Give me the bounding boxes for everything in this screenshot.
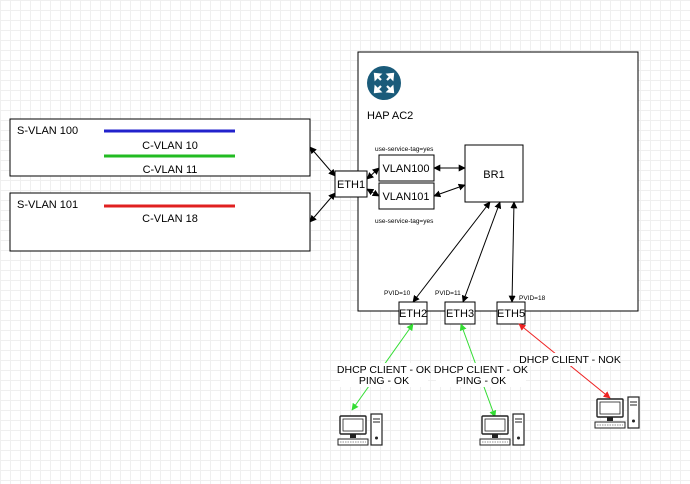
- link-svlan100-eth1: [309, 146, 336, 177]
- link-vlan101-br1: [433, 183, 466, 198]
- eth1-box[interactable]: [334, 170, 368, 198]
- pvid-eth3: PVID=11: [435, 290, 461, 297]
- computer-icon[interactable]: [479, 413, 525, 446]
- link-eth1-vlan101: [366, 188, 380, 197]
- vlan101-label: VLAN101: [382, 191, 429, 203]
- eth3-label: ETH3: [446, 308, 474, 320]
- link-eth1-vlan100: [366, 167, 380, 180]
- eth5-label: ETH5: [497, 308, 525, 320]
- computer-icon[interactable]: [337, 413, 383, 446]
- pvid-eth2: PVID=10: [384, 290, 411, 297]
- computer-icon[interactable]: [594, 396, 640, 429]
- client-eth3-ping: PING - OK: [456, 375, 506, 387]
- svlan-100-box: [9, 118, 311, 177]
- vlan100-label: VLAN100: [382, 163, 429, 175]
- router-icon: [367, 66, 401, 100]
- cvlan-11-label: C-VLAN 11: [143, 164, 198, 176]
- svlan-101-box: [9, 192, 311, 252]
- client-eth3-dhcp: DHCP CLIENT - OK: [434, 364, 528, 376]
- br1-label: BR1: [483, 169, 504, 181]
- service-tag-top: use-service-tag=yes: [375, 146, 434, 153]
- client-eth2-dhcp: DHCP CLIENT - OK: [337, 364, 431, 376]
- cvlan-10-label: C-VLAN 10: [142, 140, 198, 152]
- client-eth5-dhcp: DHCP CLIENT - NOK: [519, 354, 621, 366]
- svlan-101-label: S-VLAN 101: [17, 199, 78, 211]
- eth1-label: ETH1: [337, 179, 365, 191]
- service-tag-bottom: use-service-tag=yes: [375, 218, 434, 225]
- svlan-100-label: S-VLAN 100: [17, 125, 78, 137]
- link-br1-eth5: [508, 201, 518, 303]
- router-name: HAP AC2: [367, 110, 413, 122]
- cvlan-18-label: C-VLAN 18: [142, 213, 198, 225]
- br1-box[interactable]: [464, 144, 524, 203]
- link-svlan101-eth1: [309, 192, 336, 223]
- pvid-eth5: PVID=18: [519, 295, 546, 302]
- client-eth2-ping: PING - OK: [359, 375, 409, 387]
- link-br1-eth3: [461, 201, 502, 303]
- eth2-label: ETH2: [399, 308, 427, 320]
